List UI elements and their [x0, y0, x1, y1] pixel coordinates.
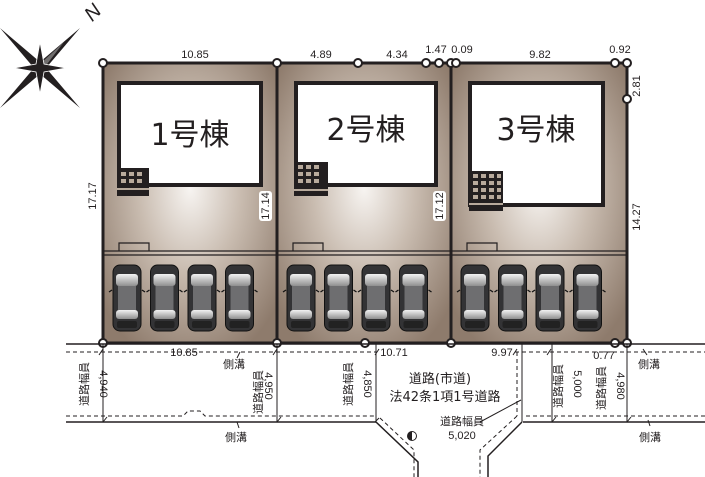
utility-grid-icon [294, 162, 328, 196]
car-icon [456, 264, 494, 332]
road-lines [66, 343, 705, 477]
utility-grid-icon [117, 168, 149, 196]
dim-lot2-top-2: 4.34 [386, 49, 407, 61]
road-width-label-intersection: 道路幅員 [440, 414, 484, 428]
road-width-label-center: 道路幅員 [341, 362, 355, 406]
boundary-pin [98, 58, 108, 68]
gutter-label: 側溝 [638, 358, 660, 371]
car-icon [282, 264, 320, 332]
car-icon [394, 264, 433, 332]
utility-pole-icon [407, 431, 417, 441]
car-icon [568, 264, 607, 332]
car-icon [108, 264, 146, 332]
dim-lot2-right: 17.12 [434, 192, 446, 220]
car-icon [357, 264, 395, 332]
compass-rose-icon [0, 28, 80, 108]
road-classification: 法42条1項1号道路 [389, 389, 500, 405]
building-3-label: 3号棟 [496, 113, 575, 148]
road-width-intersection: 5,020 [448, 430, 476, 442]
car-icon [493, 264, 532, 332]
road-width-right: 4,980 [614, 372, 626, 400]
dim-lot1-bottom: 10.85 [170, 347, 198, 359]
dim-lot2-top-3: 1.47 [425, 44, 446, 56]
dim-lot3-top-2: 9.82 [529, 49, 550, 61]
building-2-label: 2号棟 [326, 113, 405, 148]
boundary-pin [360, 338, 370, 348]
building-1-label: 1号棟 [150, 118, 229, 153]
car-icon [319, 264, 358, 332]
dim-lot1-right: 17.14 [260, 192, 272, 220]
boundary-markers [98, 58, 632, 348]
boundary-pin [451, 58, 461, 68]
dim-lot1-top: 10.85 [181, 49, 209, 61]
dim-lot2-bottom: 10.71 [380, 347, 408, 359]
road-width-left: 4,940 [97, 370, 109, 398]
boundary-pin [446, 338, 456, 348]
boundary-pin [421, 58, 431, 68]
car-icon [183, 264, 221, 332]
boundary-pin [434, 58, 444, 68]
boundary-pin [610, 58, 620, 68]
boundary-pin [610, 338, 620, 348]
boundary-pin [622, 94, 632, 104]
road-width-label-right-center: 道路幅員 [551, 364, 565, 408]
dim-lot3-bottom-1: 9.97 [491, 347, 512, 359]
car-icon [531, 264, 569, 332]
lot-boundaries [101, 61, 629, 345]
dim-lot1-left: 17.17 [87, 182, 99, 210]
dim-lot3-top-3: 0.92 [609, 44, 630, 56]
car-icon [145, 264, 184, 332]
utility-grid-icon [469, 171, 503, 211]
dim-lot3-bottom-2: 0.77 [593, 350, 614, 362]
boundary-pin [622, 58, 632, 68]
boundary-pin [353, 58, 363, 68]
gutter-label: 側溝 [223, 358, 245, 371]
gutter-label: 側溝 [225, 431, 247, 444]
tick-marks [98, 348, 651, 429]
road-width-label-center-left: 道路幅員 [251, 370, 265, 414]
boundary-pin [272, 58, 282, 68]
road-width-label-left: 道路幅員 [77, 362, 91, 406]
gutter-label: 側溝 [639, 431, 661, 444]
road-width-center-left: 4,950 [262, 372, 274, 400]
dim-lot3-right-1: 2.81 [631, 75, 643, 96]
road-width-label-right: 道路幅員 [594, 366, 608, 410]
road-width-right-center: 5,000 [571, 370, 583, 398]
dim-lot3-right-2: 14.27 [631, 203, 643, 231]
road-width-center: 4,850 [361, 370, 373, 398]
dim-lot3-top-1: 0.09 [451, 44, 472, 56]
driveway-lines [103, 242, 627, 256]
dim-lot2-top-1: 4.89 [310, 49, 331, 61]
north-label: N [80, 0, 106, 26]
road-title: 道路(市道) [409, 371, 471, 387]
car-icon [220, 264, 259, 332]
